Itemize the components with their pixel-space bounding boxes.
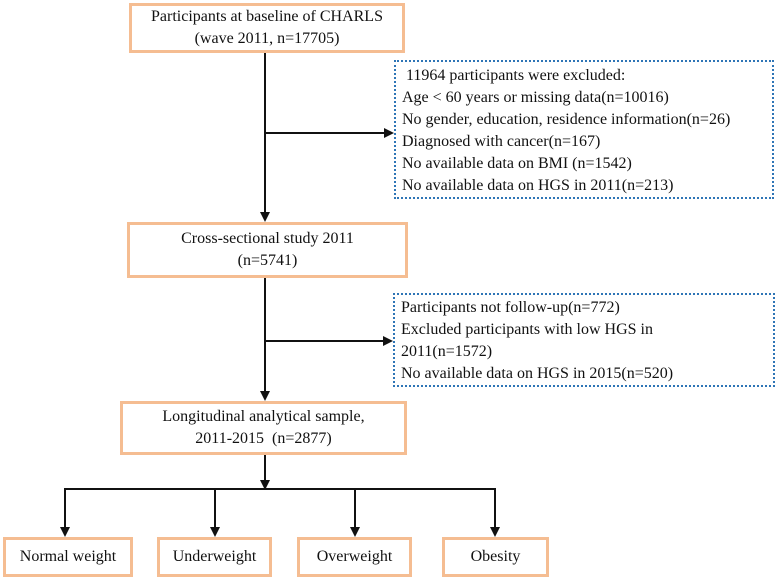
outcome-normal-weight-label: Normal weight <box>19 548 117 565</box>
connector-split-to-overweight <box>354 489 356 528</box>
arrowhead-down-obesity-icon <box>490 527 500 537</box>
connector-longitudinal-to-split <box>264 455 266 481</box>
outcome-box-normal-weight: Normal weight <box>3 537 133 577</box>
arrowhead-down-to-cross-icon <box>260 212 270 222</box>
cross-sectional-box: Cross-sectional study 2011 (n=5741) <box>127 222 408 278</box>
exclusion-box-1: 11964 participants were excluded: Age < … <box>394 60 774 199</box>
arrowhead-down-underweight-icon <box>210 527 220 537</box>
exclusion2-line1: Participants not follow-up(n=772) <box>401 299 620 316</box>
connector-branch-exclusion-2 <box>265 340 383 342</box>
exclusion-box-2: Participants not follow-up(n=772) Exclud… <box>393 293 775 387</box>
longitudinal-box-line1: Longitudinal analytical sample, <box>162 408 365 425</box>
baseline-box-line2: (wave 2011, n=17705) <box>194 30 340 47</box>
outcome-overweight-label: Overweight <box>316 548 393 565</box>
cross-sectional-box-line1: Cross-sectional study 2011 <box>181 230 354 247</box>
connector-split-bar <box>64 488 496 490</box>
exclusion1-line6: No available data on HGS in 2011(n=213) <box>402 177 674 194</box>
exclusion1-line4: Diagnosed with cancer(n=167) <box>402 133 601 150</box>
connector-split-to-normal-weight <box>64 489 66 528</box>
outcome-obesity-label: Obesity <box>470 548 521 565</box>
baseline-box-line1: Participants at baseline of CHARLS <box>151 8 383 25</box>
arrowhead-down-overweight-icon <box>350 527 360 537</box>
connector-branch-exclusion-1 <box>265 132 384 134</box>
outcome-underweight-label: Underweight <box>172 548 257 565</box>
outcome-box-underweight: Underweight <box>157 537 272 577</box>
arrowhead-down-to-longitudinal-icon <box>260 391 270 401</box>
baseline-box: Participants at baseline of CHARLS (wave… <box>129 3 405 53</box>
exclusion2-line2: Excluded participants with low HGS in <box>401 321 653 338</box>
exclusion1-line2: Age < 60 years or missing data(n=10016) <box>402 89 669 106</box>
exclusion2-line3: 2011(n=1572) <box>401 343 493 360</box>
connector-cross-to-longitudinal <box>264 278 266 392</box>
arrowhead-right-exclusion-2-icon <box>383 336 393 346</box>
outcome-box-obesity: Obesity <box>442 537 549 577</box>
connector-split-to-obesity <box>494 489 496 528</box>
connector-split-to-underweight <box>214 489 216 528</box>
longitudinal-box-line2: 2011-2015 (n=2877) <box>195 430 332 447</box>
exclusion1-line1: 11964 participants were excluded: <box>402 67 626 84</box>
exclusion1-line5: No available data on BMI (n=1542) <box>402 155 632 172</box>
arrowhead-right-exclusion-1-icon <box>384 128 394 138</box>
cross-sectional-box-line2: (n=5741) <box>237 252 298 269</box>
arrowhead-down-normal-weight-icon <box>60 527 70 537</box>
outcome-box-overweight: Overweight <box>297 537 412 577</box>
exclusion2-line4: No available data on HGS in 2015(n=520) <box>401 365 674 382</box>
arrowhead-down-to-split-icon <box>260 480 270 490</box>
exclusion1-line3: No gender, education, residence informat… <box>402 111 731 128</box>
longitudinal-box: Longitudinal analytical sample, 2011-201… <box>120 401 407 455</box>
